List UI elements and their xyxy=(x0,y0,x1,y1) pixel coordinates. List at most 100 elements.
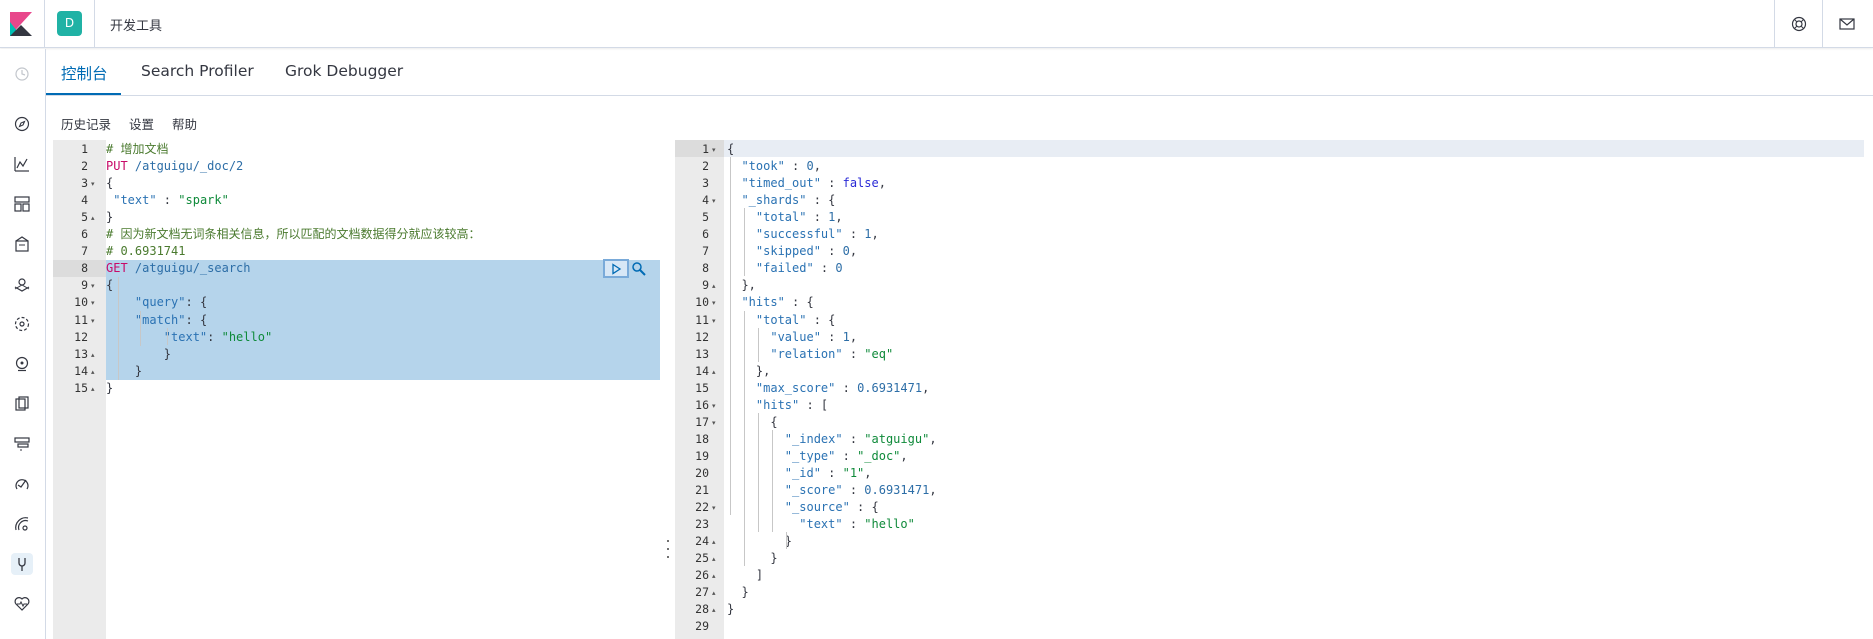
fold-close-icon[interactable]: ▴ xyxy=(712,572,716,581)
resizer-grip-icon[interactable] xyxy=(666,540,670,558)
help-menu-icon[interactable] xyxy=(1788,13,1810,35)
response-code-line[interactable]: "max_score" : 0.6931471, xyxy=(727,380,929,397)
apm-icon[interactable] xyxy=(11,433,33,455)
request-code-line[interactable]: } xyxy=(106,363,142,380)
canvas-icon[interactable] xyxy=(11,233,33,255)
request-code-line[interactable]: { xyxy=(106,175,113,192)
uptime-icon[interactable] xyxy=(11,473,33,495)
monitoring-icon[interactable] xyxy=(11,593,33,615)
siem-icon[interactable] xyxy=(11,513,33,535)
space-avatar[interactable]: D xyxy=(57,11,82,36)
response-code-line[interactable]: "timed_out" : false, xyxy=(727,175,886,192)
dashboard-icon[interactable] xyxy=(11,193,33,215)
request-code-line[interactable]: PUT /atguigu/_doc/2 xyxy=(106,158,243,175)
request-code-line[interactable]: "text": "hello" xyxy=(106,329,272,346)
response-code-line[interactable]: "total" : { xyxy=(727,312,836,329)
fold-open-icon[interactable]: ▾ xyxy=(712,504,716,513)
response-code-line[interactable]: "successful" : 1, xyxy=(727,226,879,243)
response-code-line[interactable]: "_id" : "1", xyxy=(727,465,872,482)
fold-open-icon[interactable]: ▾ xyxy=(712,146,716,154)
ml-icon[interactable] xyxy=(11,313,33,335)
tab-search-profiler[interactable]: Search Profiler xyxy=(141,62,254,80)
fold-open-icon[interactable]: ▾ xyxy=(712,197,716,206)
compass-icon[interactable] xyxy=(11,113,33,135)
request-code-line[interactable]: { xyxy=(106,277,113,294)
settings-link[interactable]: 设置 xyxy=(129,117,155,132)
request-code-line[interactable]: } xyxy=(106,209,113,226)
response-code-line[interactable]: "hits" : [ xyxy=(727,397,828,414)
response-code-line[interactable]: }, xyxy=(727,277,755,294)
response-code-line[interactable]: { xyxy=(727,141,734,158)
response-code-line[interactable]: "relation" : "eq" xyxy=(727,346,893,363)
response-code-line[interactable]: "total" : 1, xyxy=(727,209,843,226)
request-actions-wrench-icon[interactable] xyxy=(630,260,648,278)
response-code-line[interactable]: "skipped" : 0, xyxy=(727,243,857,260)
request-lines[interactable] xyxy=(106,140,661,639)
kibana-logo-icon[interactable] xyxy=(10,12,32,36)
devtools-icon[interactable] xyxy=(11,553,33,575)
fold-open-icon[interactable]: ▾ xyxy=(91,316,95,325)
tab-console[interactable]: 控制台 xyxy=(61,65,108,83)
help-link[interactable]: 帮助 xyxy=(172,117,198,132)
response-code-line[interactable]: } xyxy=(727,533,792,550)
request-code-line[interactable]: "match": { xyxy=(106,312,207,329)
fold-open-icon[interactable]: ▾ xyxy=(91,282,95,291)
response-code-line[interactable]: } xyxy=(727,550,777,567)
response-code-line[interactable]: "text" : "hello" xyxy=(727,516,915,533)
response-code-line[interactable]: "_score" : 0.6931471, xyxy=(727,482,937,499)
fold-close-icon[interactable]: ▴ xyxy=(91,214,95,223)
request-code-line[interactable]: # 0.6931741 xyxy=(106,243,185,260)
fold-open-icon[interactable]: ▾ xyxy=(712,418,716,427)
fold-close-icon[interactable]: ▴ xyxy=(91,367,95,376)
response-code-line[interactable]: { xyxy=(727,414,777,431)
response-code-line[interactable]: "_type" : "_doc", xyxy=(727,448,908,465)
request-code-line[interactable]: } xyxy=(106,346,171,363)
metrics-icon[interactable] xyxy=(11,353,33,375)
pane-resizer[interactable] xyxy=(661,140,675,639)
fold-open-icon[interactable]: ▾ xyxy=(712,316,716,325)
request-code-line[interactable]: "query": { xyxy=(106,294,207,311)
response-code-line[interactable]: ] xyxy=(727,567,763,584)
clock-icon[interactable] xyxy=(11,63,33,85)
json-punctuation: , xyxy=(864,465,872,480)
fold-close-icon[interactable]: ▴ xyxy=(712,555,716,564)
fold-open-icon[interactable]: ▾ xyxy=(712,299,716,308)
fold-open-icon[interactable]: ▾ xyxy=(91,299,95,308)
response-code-line[interactable]: "failed" : 0 xyxy=(727,260,843,277)
line-number: 6 xyxy=(702,227,709,242)
response-code-line[interactable]: "_source" : { xyxy=(727,499,879,516)
mail-icon[interactable] xyxy=(1836,13,1858,35)
response-code-line[interactable]: "_shards" : { xyxy=(727,192,835,209)
fold-close-icon[interactable]: ▴ xyxy=(712,282,716,291)
response-code-line[interactable]: "took" : 0, xyxy=(727,158,821,175)
response-code-line[interactable]: "value" : 1, xyxy=(727,329,857,346)
request-code-line[interactable]: "text" : "spark" xyxy=(106,192,229,209)
chart-icon[interactable] xyxy=(11,153,33,175)
response-code-line[interactable]: "_index" : "atguigu", xyxy=(727,431,937,448)
logs-icon[interactable] xyxy=(11,393,33,415)
request-code-line[interactable]: } xyxy=(106,380,113,397)
tab-grok-debugger[interactable]: Grok Debugger xyxy=(285,62,404,80)
response-editor[interactable] xyxy=(675,140,1864,639)
fold-open-icon[interactable]: ▾ xyxy=(91,180,95,189)
fold-close-icon[interactable]: ▴ xyxy=(712,367,716,376)
fold-close-icon[interactable]: ▴ xyxy=(91,384,95,393)
response-code-line[interactable]: } xyxy=(727,584,748,601)
fold-open-icon[interactable]: ▾ xyxy=(712,401,716,410)
request-editor[interactable] xyxy=(53,140,661,639)
fold-close-icon[interactable]: ▴ xyxy=(91,350,95,359)
response-lines[interactable] xyxy=(724,140,1864,639)
response-code-line[interactable]: "hits" : { xyxy=(727,294,813,311)
code-text: } xyxy=(106,363,143,378)
maps-icon[interactable] xyxy=(11,273,33,295)
response-code-line[interactable]: }, xyxy=(727,363,770,380)
request-code-line[interactable]: # 增加文档 xyxy=(106,141,168,158)
response-code-line[interactable]: } xyxy=(727,601,734,618)
fold-close-icon[interactable]: ▴ xyxy=(712,538,716,547)
request-code-line[interactable]: GET /atguigu/_search xyxy=(106,260,251,277)
history-link[interactable]: 历史记录 xyxy=(61,117,112,132)
fold-close-icon[interactable]: ▴ xyxy=(712,589,716,598)
send-request-button[interactable] xyxy=(603,259,629,278)
fold-close-icon[interactable]: ▴ xyxy=(712,606,716,615)
request-code-line[interactable]: # 因为新文档无词条相关信息，所以匹配的文档数据得分就应该较高： xyxy=(106,226,480,243)
